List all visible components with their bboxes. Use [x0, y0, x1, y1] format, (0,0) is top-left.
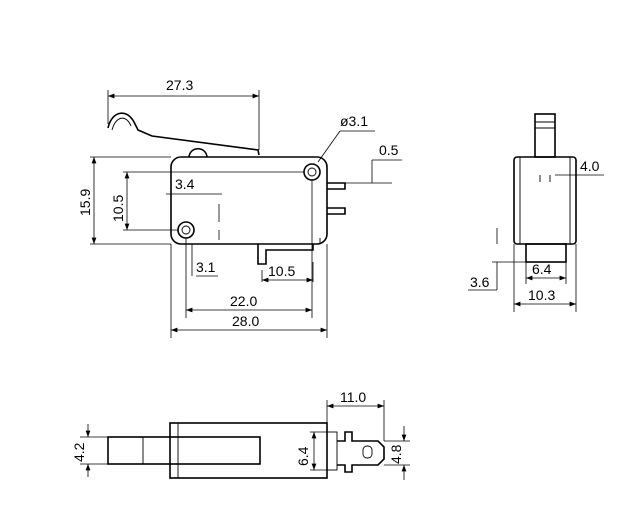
bottom-view — [107, 422, 385, 479]
mounting-hole-top — [303, 163, 321, 181]
dim-hole-spacing-horizontal: 22.0 — [230, 293, 257, 309]
dim-side-terminal-width: 6.4 — [532, 261, 552, 277]
dim-body-thickness: 6.4 — [295, 446, 311, 466]
dim-hole-diameter: ø3.1 — [340, 113, 368, 129]
actuator — [534, 113, 556, 158]
dim-lever-width: 4.2 — [71, 442, 87, 462]
bottom-view-dimensions: 11.0 4.2 6.4 4.8 — [71, 389, 410, 480]
dim-terminal-length: 11.0 — [340, 389, 366, 405]
side-terminals — [525, 243, 567, 263]
front-view-dimensions: 27.3 ø3.1 0.5 15.9 10.5 3.4 3.1 10. — [77, 77, 402, 338]
dim-bottom-terminal-width: 4.8 — [388, 444, 404, 464]
dim-body-length: 28.0 — [232, 313, 259, 329]
dim-body-width: 10.3 — [528, 287, 555, 303]
dim-lever-length: 27.3 — [166, 77, 193, 93]
bottom-terminal — [337, 431, 385, 473]
bottom-lever — [107, 436, 261, 465]
side-view-dimensions: 4.0 3.6 6.4 10.3 — [468, 158, 604, 312]
dim-terminal-spacing: 10.5 — [268, 263, 295, 279]
terminal-bottom — [257, 244, 314, 265]
mounting-hole-bottom — [177, 221, 195, 239]
plunger — [188, 147, 208, 158]
dim-hole-offset-horizontal: 3.1 — [196, 259, 216, 275]
dim-hole-edge-offset: 3.4 — [175, 176, 195, 192]
front-view — [107, 112, 346, 265]
lever-arm — [107, 112, 260, 156]
terminal-middle — [327, 207, 346, 215]
dim-hole-spacing-vertical: 10.5 — [110, 195, 126, 222]
dim-height: 15.9 — [77, 189, 93, 216]
side-view — [513, 113, 577, 263]
dim-terminal-offset: 0.5 — [379, 142, 399, 158]
side-body — [513, 156, 577, 245]
terminal-top — [327, 182, 346, 190]
dim-actuator-width: 4.0 — [580, 158, 600, 174]
switch-body — [170, 156, 328, 245]
dim-terminal-height: 3.6 — [470, 274, 490, 290]
